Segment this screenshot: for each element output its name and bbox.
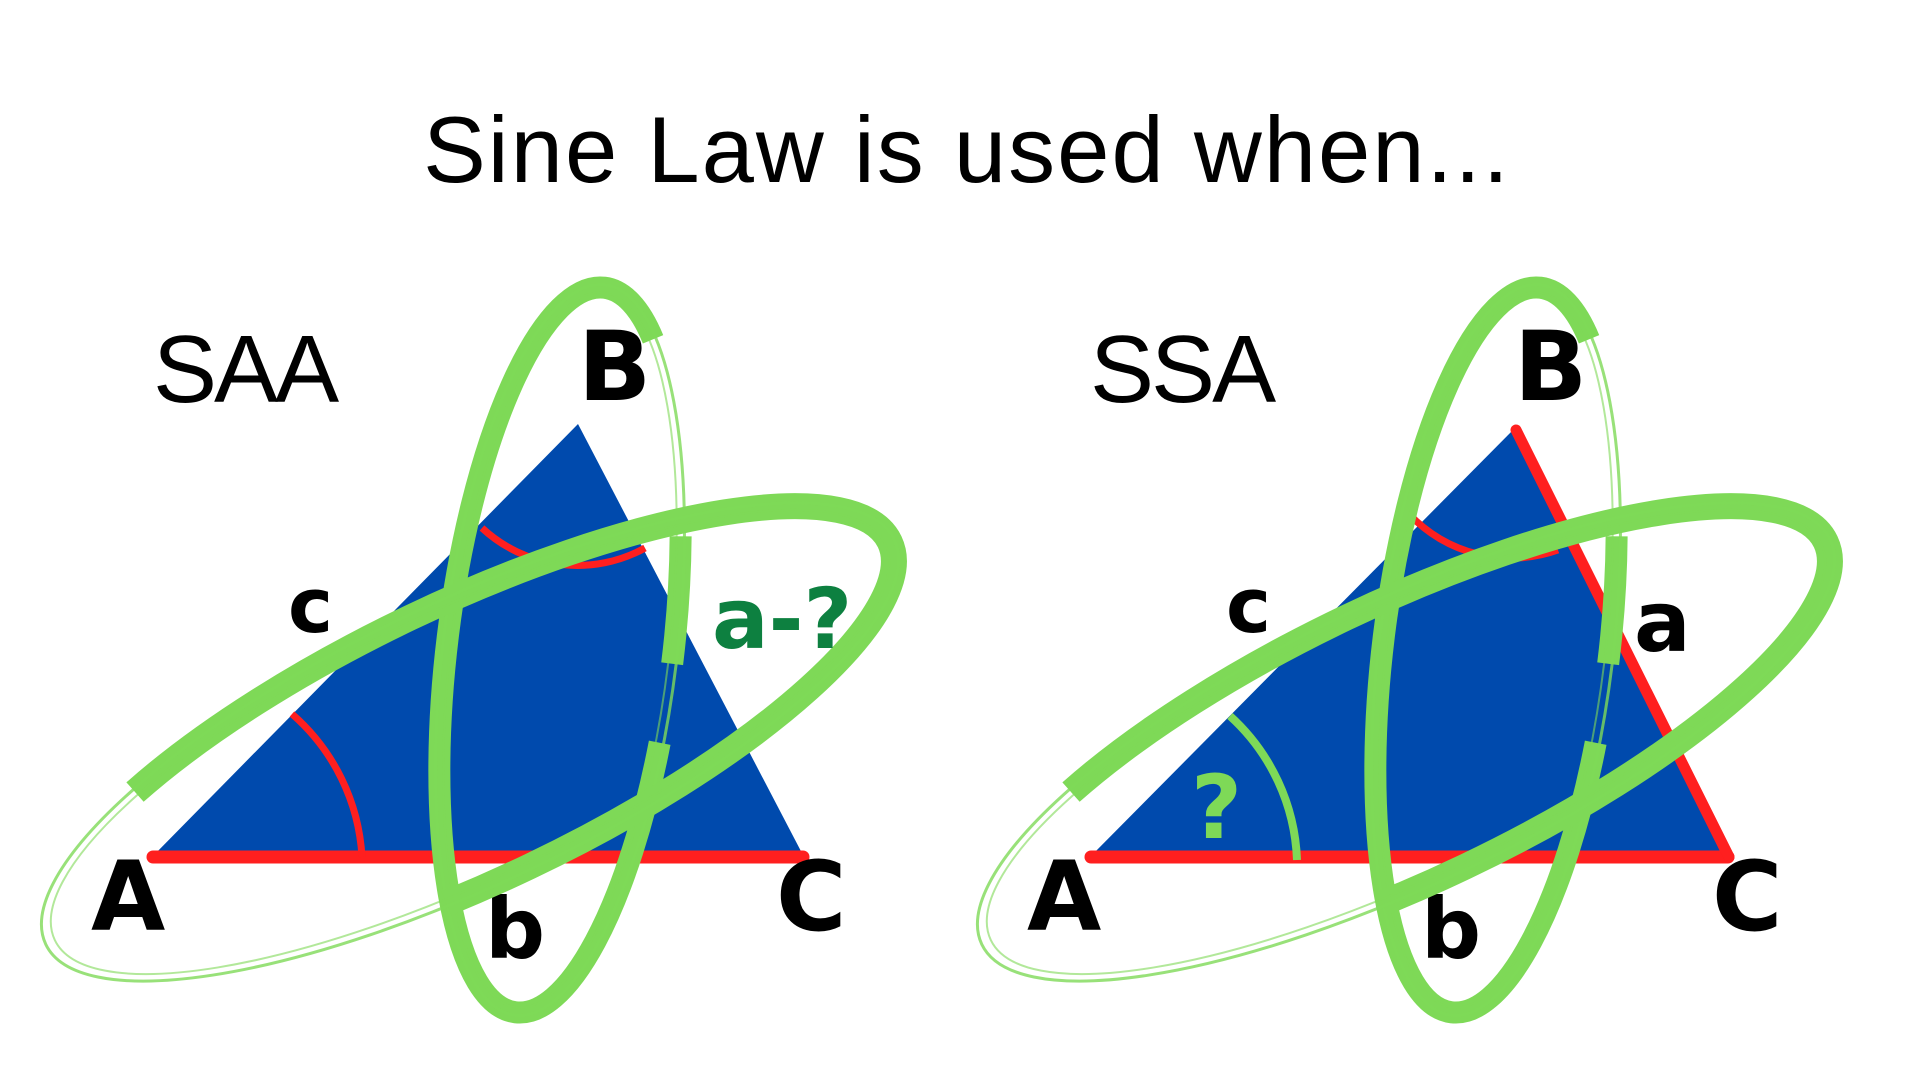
saa-triangle [152, 424, 804, 857]
ssa-side-a-label: a [1634, 573, 1691, 671]
ssa-side-c-label: c [1226, 561, 1271, 650]
ssa-vertex-a-label: A [1027, 841, 1101, 953]
saa-vertex-a-label: A [91, 841, 165, 953]
saa-side-c-label: c [288, 561, 333, 650]
saa-unknown-side-a-label: a-? [712, 570, 852, 668]
ssa-vertex-c-label: C [1712, 841, 1782, 953]
case-label-ssa: SSA [1090, 316, 1276, 423]
ssa-triangle [1090, 428, 1729, 857]
ssa-side-a-mark [1510, 424, 1735, 863]
ssa-ring-angle-a-icon [969, 493, 1843, 991]
saa-angle-a-arc [289, 711, 366, 858]
saa-ring-angle-a-icon [33, 493, 907, 991]
saa-vertex-b-label: B [578, 311, 651, 423]
ssa-vertex-b-label: B [1514, 311, 1587, 423]
page-title: Sine Law is used when... [423, 97, 1511, 202]
case-label-saa: SAA [153, 316, 339, 423]
ssa-unknown-angle-a-label: ? [1191, 756, 1242, 859]
ssa-angle-a-arc [1227, 713, 1301, 861]
saa-vertex-c-label: C [776, 841, 846, 953]
